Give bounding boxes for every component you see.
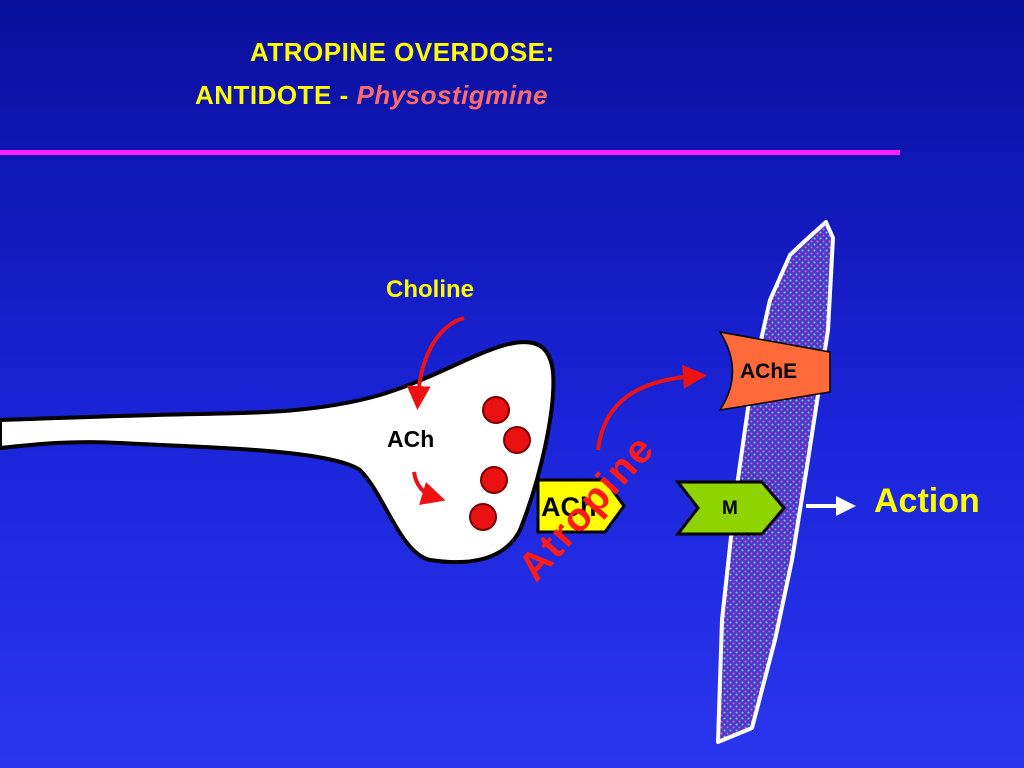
action-label: Action [874,482,980,520]
ach-release-arrow-icon [412,471,446,506]
title-emphasis: Physostigmine [356,80,548,110]
title-divider [0,150,900,155]
ach-molecule [536,478,626,534]
title-prefix: ANTIDOTE - [195,80,357,110]
vesicle [469,503,497,531]
vesicle [503,426,531,454]
nerve-terminal [0,340,556,565]
slide-title-line2: ANTIDOTE - Physostigmine [195,80,548,111]
ache-label: AChE [740,360,798,383]
ach-to-ache-arrow-icon [596,364,707,451]
vesicle [480,466,508,494]
vesicle [482,396,510,424]
choline-label: Choline [386,276,474,303]
receptor-label: M [722,498,738,519]
muscarinic-receptor [674,480,786,536]
choline-arrow-icon [406,316,465,410]
slide-title-line1: ATROPINE OVERDOSE: [250,37,555,67]
ach-molecule-label: ACh [541,492,597,522]
ach-neuron-label: ACh [387,426,435,452]
ache-enzyme [718,330,831,412]
